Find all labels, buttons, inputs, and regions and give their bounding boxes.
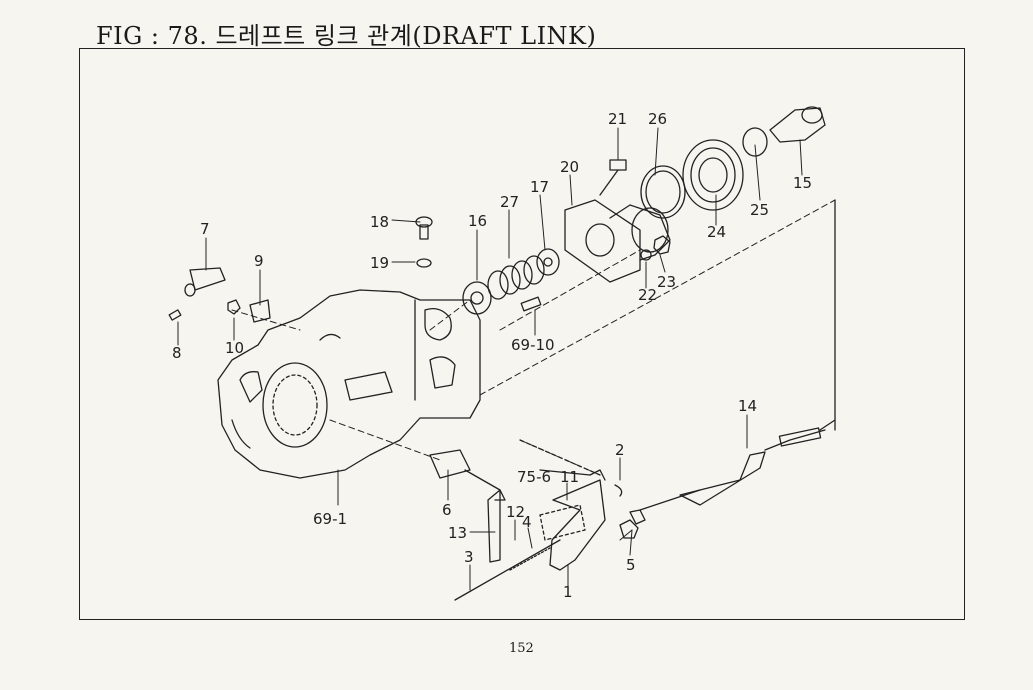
callout-16: 16 bbox=[468, 212, 487, 230]
page-number: 152 bbox=[509, 641, 534, 656]
callout-69-1: 69-1 bbox=[313, 510, 347, 528]
callout-1: 1 bbox=[563, 583, 573, 601]
band-and-boot bbox=[640, 139, 744, 219]
callout-27: 27 bbox=[500, 193, 519, 211]
callout-17: 17 bbox=[530, 178, 549, 196]
upper-bolt bbox=[415, 216, 433, 268]
callout-10: 10 bbox=[225, 339, 244, 357]
callout-69-10: 69-10 bbox=[511, 336, 555, 354]
callout-13: 13 bbox=[448, 524, 467, 542]
callout-6: 6 bbox=[442, 501, 452, 519]
callout-20: 20 bbox=[560, 158, 579, 176]
lower-link-assembly bbox=[429, 199, 836, 601]
callout-75-6: 75-6 bbox=[517, 468, 551, 486]
leader-lines bbox=[177, 127, 803, 591]
callout-2: 2 bbox=[615, 441, 625, 459]
callout-8: 8 bbox=[172, 344, 182, 362]
callout-18: 18 bbox=[370, 213, 389, 231]
callout-labels: 21 26 20 17 27 18 16 19 7 9 8 10 69-10 2… bbox=[172, 110, 812, 601]
callout-4: 4 bbox=[522, 513, 532, 531]
bolt bbox=[599, 159, 627, 196]
callout-3: 3 bbox=[464, 548, 474, 566]
link-pin-parts bbox=[168, 267, 271, 323]
clip-and-joint bbox=[742, 106, 826, 157]
callout-25: 25 bbox=[750, 201, 769, 219]
callout-26: 26 bbox=[648, 110, 667, 128]
callout-11: 11 bbox=[560, 468, 579, 486]
callout-24: 24 bbox=[707, 223, 726, 241]
diagram-frame bbox=[79, 48, 965, 620]
callout-23: 23 bbox=[657, 273, 676, 291]
transmission-housing bbox=[217, 289, 481, 479]
callout-15: 15 bbox=[793, 174, 812, 192]
callout-21: 21 bbox=[608, 110, 627, 128]
callout-22: 22 bbox=[638, 286, 657, 304]
page-title: FIG : 78. 드레프트 링크 관계(DRAFT LINK) bbox=[96, 22, 597, 50]
rod bbox=[520, 296, 542, 312]
callout-14: 14 bbox=[738, 397, 757, 415]
callout-9: 9 bbox=[254, 252, 264, 270]
callout-19: 19 bbox=[370, 254, 389, 272]
callout-7: 7 bbox=[200, 220, 210, 238]
spring-assembly bbox=[462, 248, 560, 315]
nut-washer bbox=[640, 235, 671, 261]
callout-5: 5 bbox=[626, 556, 636, 574]
callout-12: 12 bbox=[506, 503, 525, 521]
